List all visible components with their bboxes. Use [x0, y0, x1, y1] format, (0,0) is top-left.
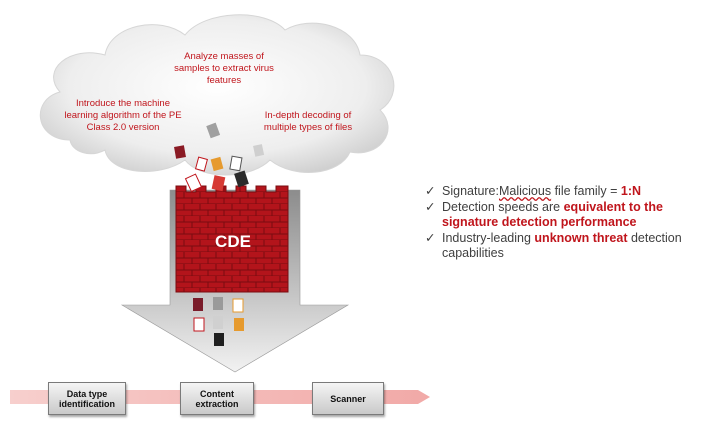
feature-highlight: unknown threat	[534, 231, 628, 245]
stage-scanner: Scanner	[312, 382, 384, 415]
feature-text: detection capabilities	[442, 231, 682, 260]
feature-item: ✓ Detection speeds are equivalent to the…	[425, 200, 717, 230]
document-icon	[174, 122, 265, 346]
feature-text: Industry-leading	[442, 231, 535, 245]
stage-data-type-identification: Data type identification	[48, 382, 126, 415]
stage-content-extraction: Content extraction	[180, 382, 254, 415]
feature-text: Detection speeds are	[442, 200, 564, 214]
check-icon: ✓	[425, 184, 436, 198]
feature-item: ✓ Signature:Malicious file family = 1:N	[425, 184, 717, 199]
check-icon: ✓	[425, 200, 436, 214]
cloud-text-ml: Introduce the machine learning algorithm…	[64, 98, 182, 133]
cloud-icon	[39, 14, 395, 176]
feature-highlight: equivalent to the signature detection pe…	[442, 200, 663, 229]
cde-label: CDE	[215, 232, 251, 251]
feature-highlight: 1:N	[620, 184, 642, 198]
cloud-text-decoding: In-depth decoding of multiple types of f…	[263, 110, 353, 133]
check-icon: ✓	[425, 231, 436, 245]
feature-text: Signature:	[442, 184, 499, 198]
cloud-text-analyze: Analyze masses of samples to extract vir…	[174, 51, 274, 86]
feature-item: ✓ Industry-leading unknown threat detect…	[425, 231, 717, 261]
firewall-icon	[175, 185, 289, 293]
feature-list: ✓ Signature:Malicious file family = 1:N …	[425, 184, 717, 262]
feature-text: file family =	[551, 184, 621, 198]
feature-text: Malicious	[498, 184, 552, 198]
